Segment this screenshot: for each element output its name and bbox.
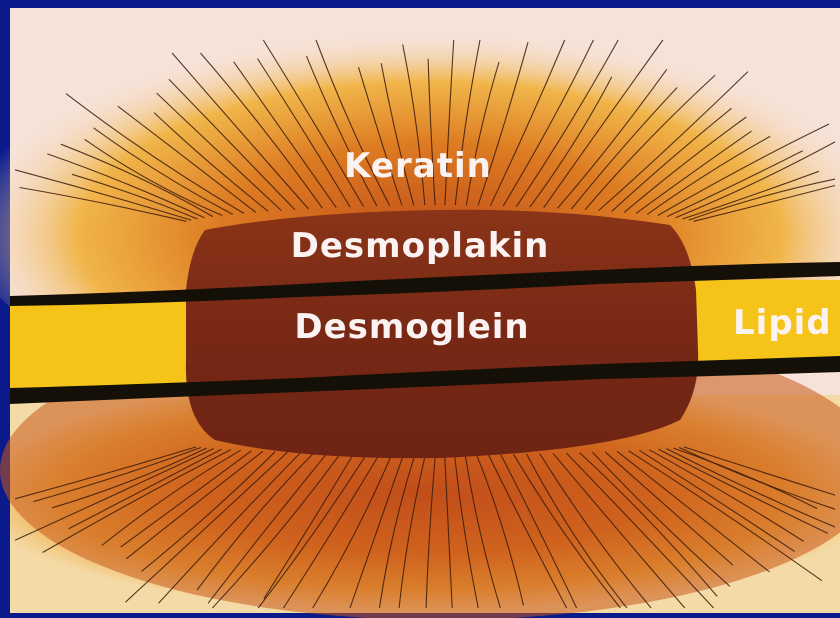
keratin-label: Keratin [344, 146, 492, 186]
desmoglein-label: Desmoglein [294, 307, 529, 347]
desmoplakin-label: Desmoplakin [291, 226, 550, 266]
lipid-label: Lipid [733, 303, 832, 343]
lipid-band-left [10, 297, 188, 389]
